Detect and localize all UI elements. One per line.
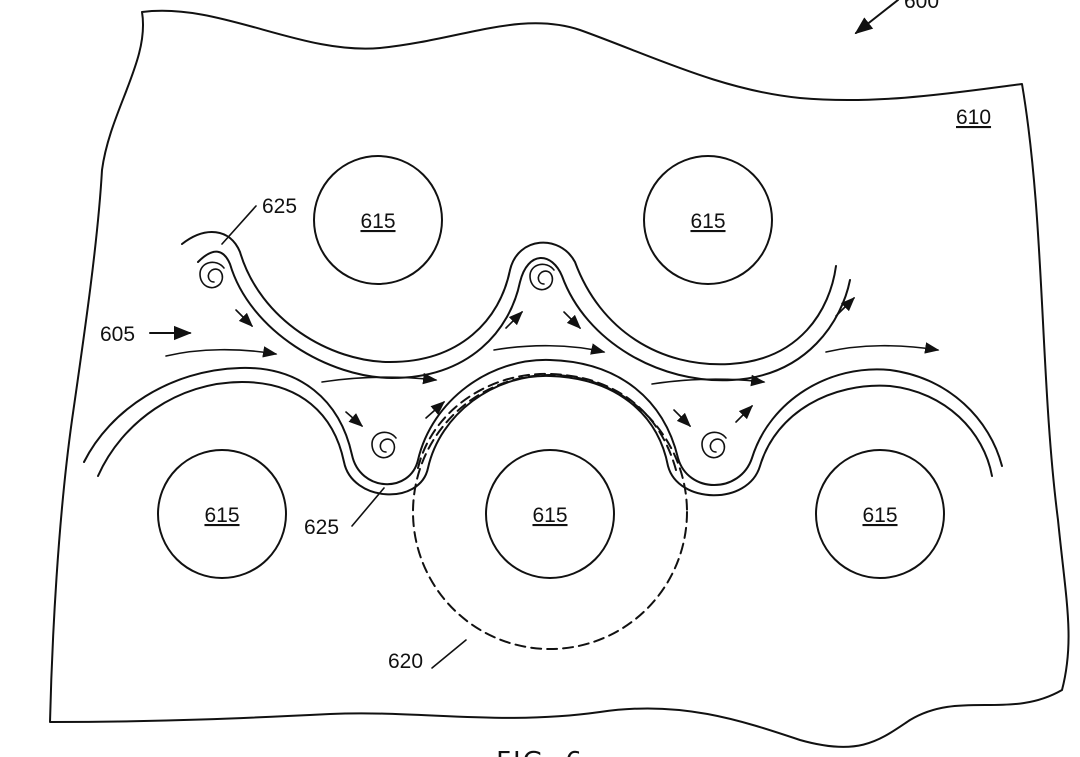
- post-top-left: 615: [313, 155, 443, 285]
- vortex-3: [371, 431, 397, 459]
- figure-caption: FIG. 6: [496, 747, 584, 757]
- post-label: 615: [532, 504, 567, 527]
- region-arc: [417, 372, 677, 471]
- figure-ref-600: 600: [854, 0, 939, 35]
- vortex-1: [199, 261, 225, 289]
- post-bottom-center: 615: [485, 449, 615, 579]
- post-bottom-right: 615: [815, 449, 945, 579]
- surface-label: 610: [956, 106, 991, 129]
- vortex-ref-top: 625: [221, 195, 297, 245]
- post-top-right: 615: [643, 155, 773, 285]
- lower-boundary-inner: [97, 374, 993, 497]
- flow-arrows: [165, 296, 940, 428]
- post-label: 615: [862, 504, 897, 527]
- lower-boundary-outer: [83, 358, 1003, 486]
- post-bottom-left: 615: [157, 449, 287, 579]
- vortex-label-bottom: 625: [304, 516, 339, 539]
- vortex-ref-bottom: 625: [304, 487, 385, 539]
- post-label: 615: [690, 210, 725, 233]
- vortex-label-top: 625: [262, 195, 297, 218]
- flow-ref-605: 605: [100, 323, 192, 346]
- post-label: 615: [360, 210, 395, 233]
- vortex-2: [529, 263, 555, 291]
- upper-boundary-outer: [181, 231, 837, 366]
- post-label: 615: [204, 504, 239, 527]
- region-label: 620: [388, 650, 423, 673]
- figure-ref-label: 600: [904, 0, 939, 13]
- vortex-4: [701, 431, 727, 459]
- surface-boundary: [49, 9, 1070, 748]
- flow-label: 605: [100, 323, 135, 346]
